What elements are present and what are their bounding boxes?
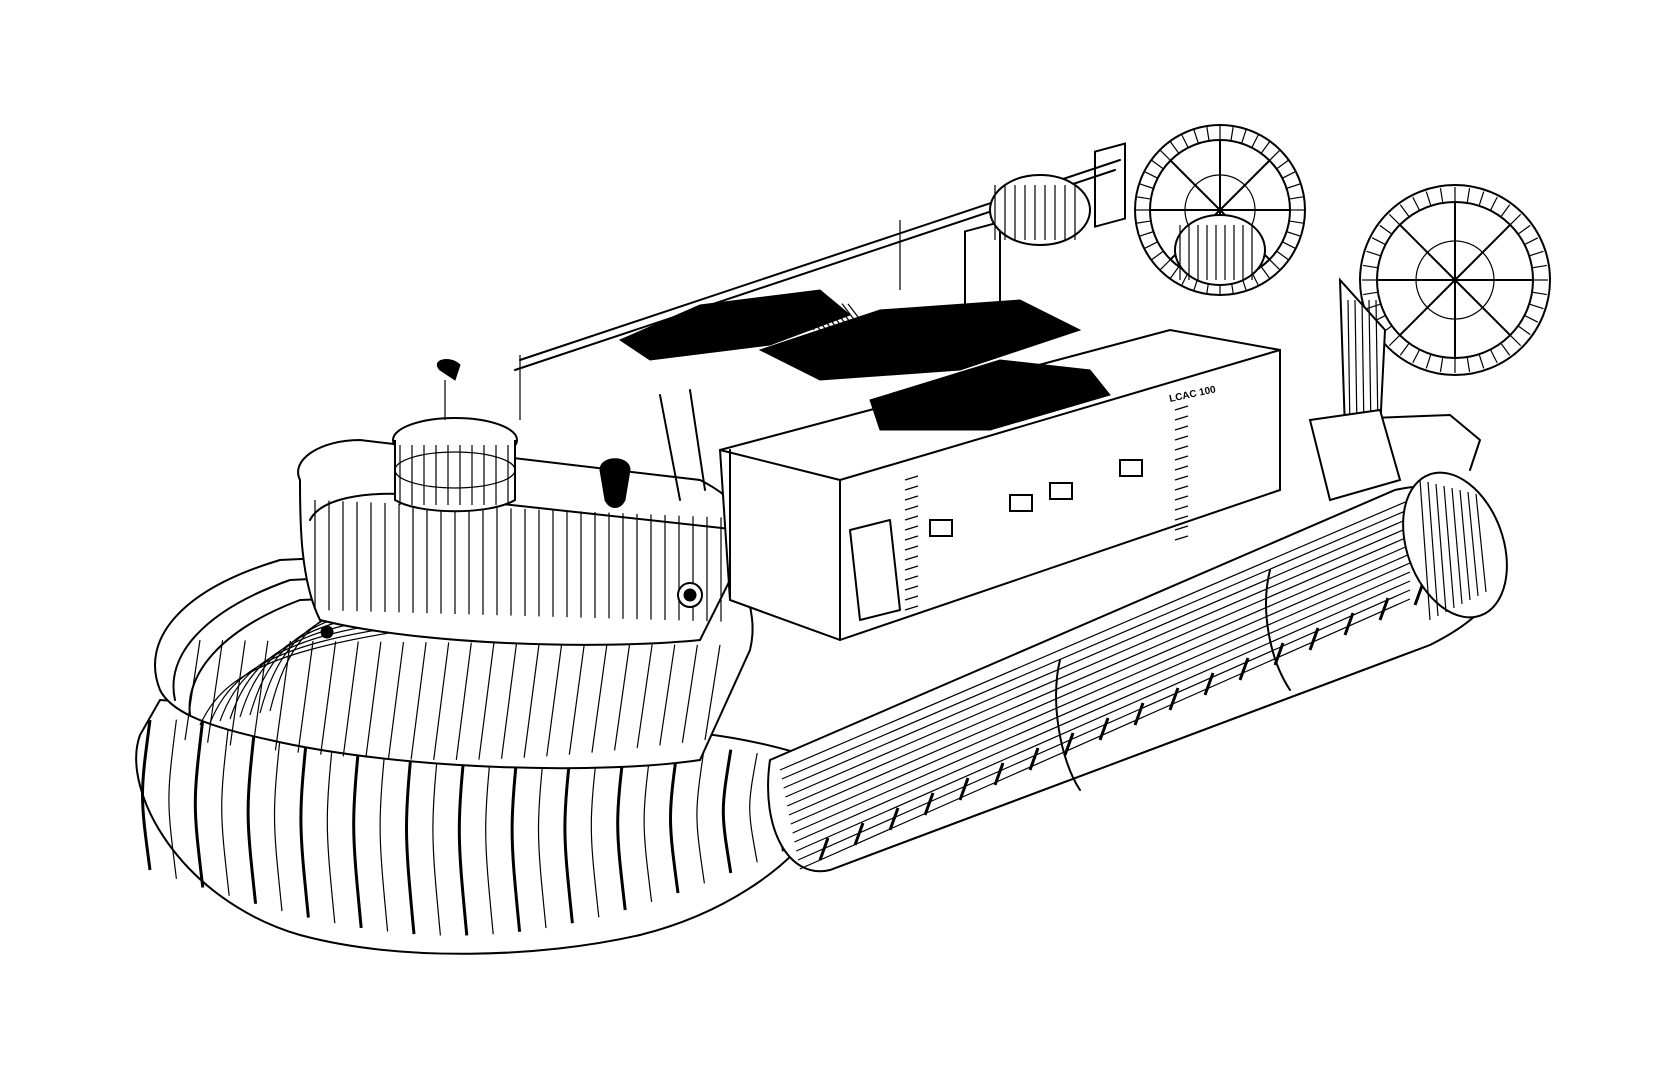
stern-rail: [1308, 408, 1481, 502]
starboard-propeller: [1338, 184, 1551, 431]
side-skirt: [767, 471, 1508, 873]
superstructure: [718, 142, 1281, 642]
fan-housing: [989, 174, 1266, 286]
bridge-dome: [392, 417, 518, 513]
forward-cabin: [297, 438, 749, 646]
